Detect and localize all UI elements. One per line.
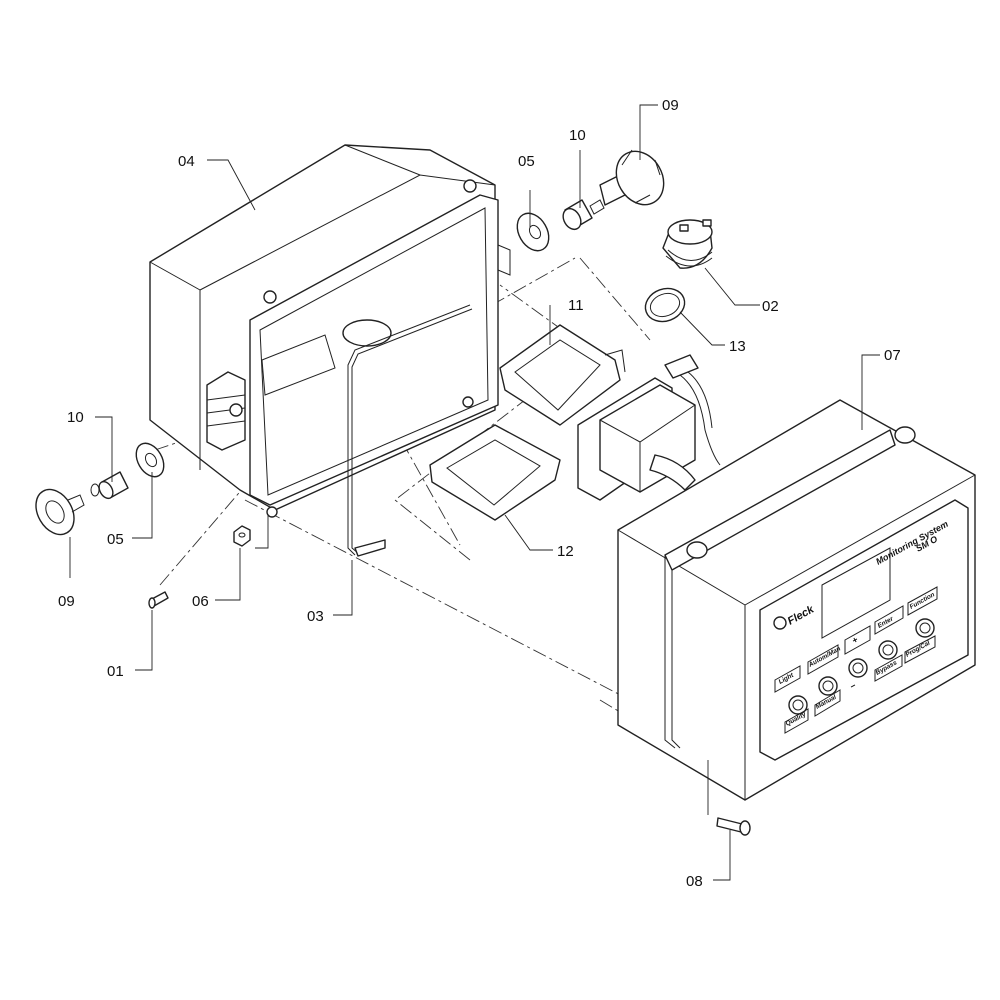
key-label-7: − <box>848 680 858 692</box>
bush-10-left <box>90 471 129 500</box>
label-09b: 09 <box>58 593 75 610</box>
label-11: 11 <box>568 297 584 314</box>
washer-05-top <box>516 212 550 252</box>
leader-lines <box>69 104 880 881</box>
screw-08 <box>716 817 751 836</box>
label-13: 13 <box>729 338 746 355</box>
label-12: 12 <box>557 543 574 560</box>
gasket-12 <box>429 424 561 521</box>
label-01: 01 <box>107 663 124 680</box>
bush-10-top <box>562 199 605 231</box>
label-09a: 09 <box>662 97 679 114</box>
o-ring-13 <box>644 287 686 323</box>
nut-06 <box>233 525 251 547</box>
cover-07 <box>617 399 976 801</box>
label-03: 03 <box>307 608 324 625</box>
label-10a: 10 <box>569 127 586 144</box>
retaining-rod <box>347 304 473 557</box>
knob-09-top <box>599 149 665 206</box>
key-label-2: + <box>850 634 860 646</box>
gasket-11 <box>499 324 626 426</box>
washer-05-left <box>135 442 165 478</box>
enclosure-base <box>149 144 511 518</box>
reference-labels: 04 <box>178 153 195 170</box>
label-08: 08 <box>686 873 703 890</box>
reference-labels-main: 01 02 03 05 05 06 07 08 09 09 10 10 11 1… <box>58 97 901 890</box>
label-05b: 05 <box>107 531 124 548</box>
knob-09-left <box>35 488 85 536</box>
cap-02 <box>662 219 713 269</box>
label-10b: 10 <box>67 409 84 426</box>
label-06: 06 <box>192 593 209 610</box>
screw-01 <box>148 591 169 609</box>
label-02: 02 <box>762 298 779 315</box>
electronic-module <box>577 354 721 501</box>
label-05a: 05 <box>518 153 535 170</box>
label-04: 04 <box>178 153 195 170</box>
label-07: 07 <box>884 347 901 364</box>
